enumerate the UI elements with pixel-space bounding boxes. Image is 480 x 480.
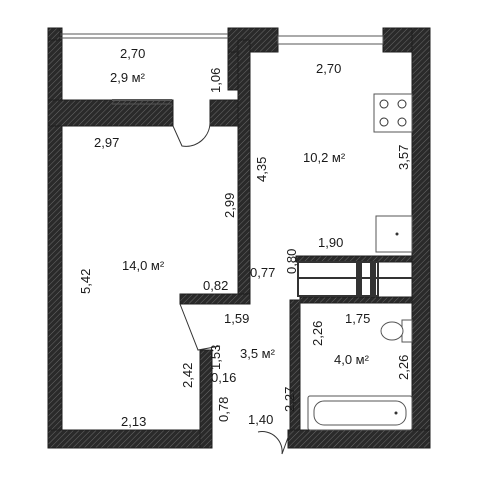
wall-hall-living — [179, 293, 251, 305]
bath-door — [297, 299, 301, 325]
dim-hall-side: 1,53 — [208, 345, 223, 370]
wall-living-kitchen — [237, 39, 251, 303]
dim-kitchen-right: 3,57 — [396, 145, 411, 170]
wall-left — [47, 27, 63, 449]
dim-kitchen-bottom: 1,90 — [318, 235, 343, 250]
dim-living-left: 5,42 — [78, 269, 93, 294]
wall-living-top-right — [209, 99, 241, 127]
dim-hall-bottom: 1,40 — [248, 412, 273, 427]
dim-hall-upper: 0,77 — [250, 265, 275, 280]
dim-hall-top: 1,59 — [224, 311, 249, 326]
wall-top-balcony — [47, 27, 61, 41]
dim-living-bottom: 2,13 — [121, 414, 146, 429]
wall-bottom-left — [47, 429, 211, 449]
dim-hall-bottom-left: 0,78 — [216, 397, 231, 422]
dim-bath-top: 1,75 — [345, 311, 370, 326]
wall-top-kitchen-left — [227, 27, 279, 53]
toilet-icon — [380, 319, 413, 343]
kitchen-window — [277, 35, 384, 45]
dim-hall-left: 2,42 — [180, 363, 195, 388]
room-area-living: 14,0 м² — [122, 258, 165, 273]
dim-bath-left: 2,26 — [310, 321, 325, 346]
dim-kitchen-left: 4,35 — [254, 157, 269, 182]
room-area-kitchen: 10,2 м² — [303, 150, 346, 165]
dim-balcony-depth: 1,06 — [208, 68, 223, 93]
sink-icon — [375, 215, 413, 253]
wall-bottom-right — [287, 429, 431, 449]
bathtub-icon — [307, 395, 413, 431]
wall-hall-bath — [289, 299, 301, 431]
stove-icon — [373, 93, 413, 133]
dim-balcony-width: 2,70 — [120, 46, 145, 61]
dim-living-right: 2,99 — [222, 193, 237, 218]
dim-kitchen-gap: 0,80 — [284, 249, 299, 274]
room-area-bathroom: 4,0 м² — [334, 352, 370, 367]
room-area-hall: 3,5 м² — [240, 346, 276, 361]
hall-door — [179, 303, 221, 351]
dim-hall-small: 0,16 — [211, 370, 236, 385]
balcony-door — [172, 121, 211, 147]
wall-bath-top — [299, 296, 413, 304]
room-area-balcony: 2,9 м² — [110, 70, 146, 85]
dim-living-top: 2,97 — [94, 135, 119, 150]
wall-right — [411, 27, 431, 449]
dim-living-niche: 0,82 — [203, 278, 228, 293]
dim-hall-right: 2,27 — [282, 387, 297, 412]
dim-kitchen-top: 2,70 — [316, 61, 341, 76]
dim-bath-right: 2,26 — [396, 355, 411, 380]
wall-hall-left — [199, 349, 213, 449]
